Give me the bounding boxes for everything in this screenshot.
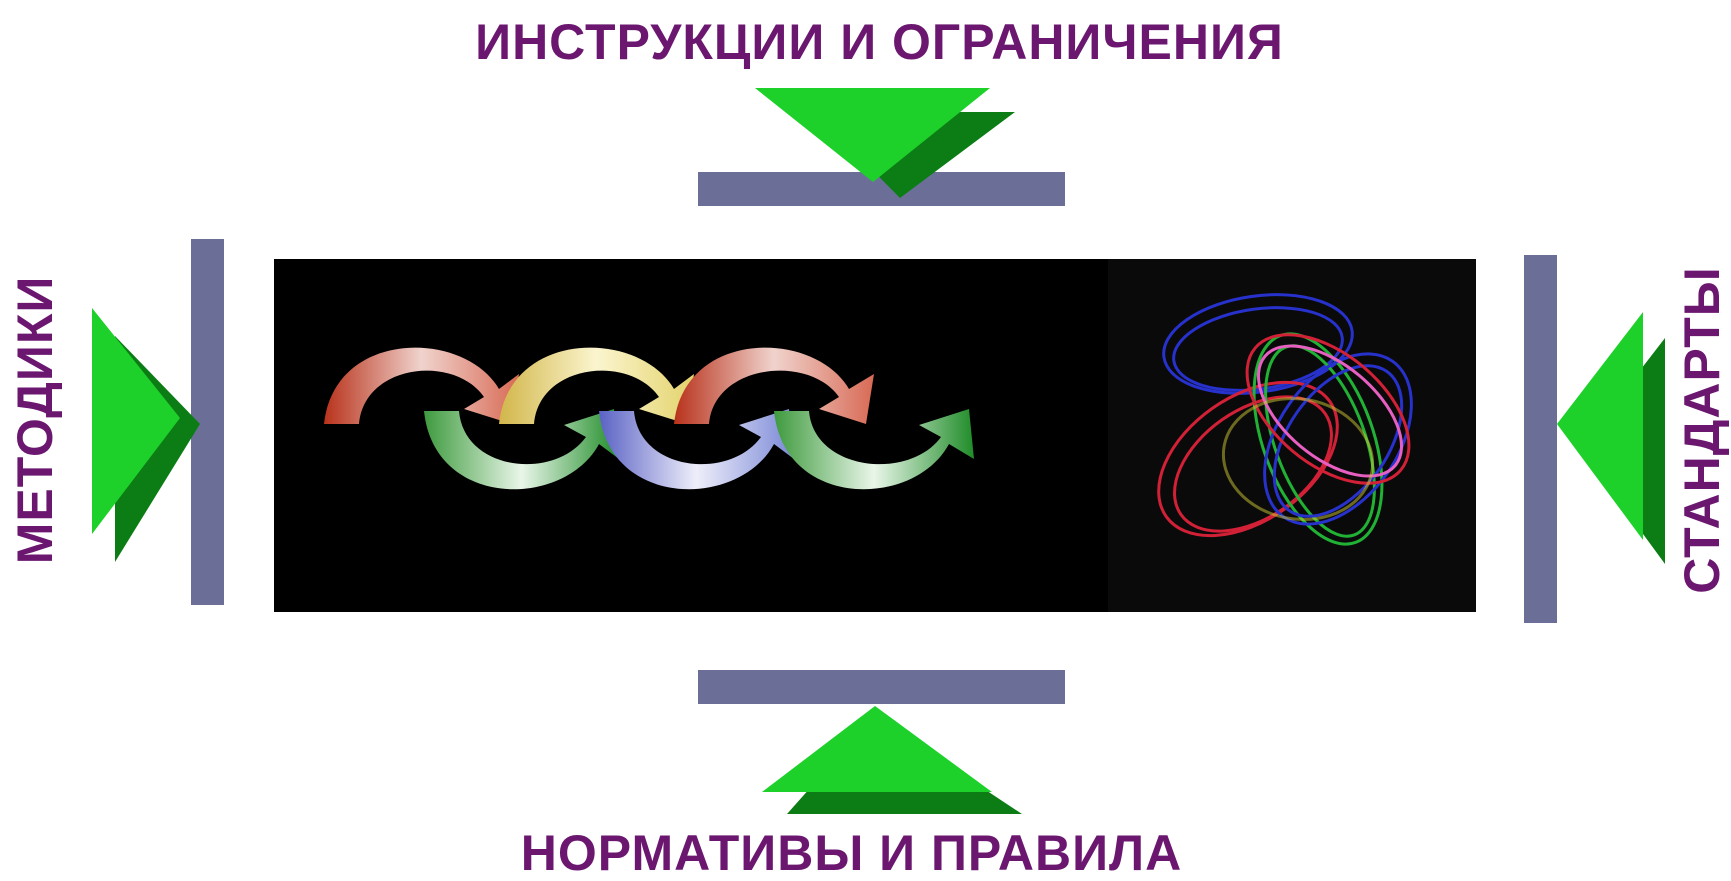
arrow-up-icon (762, 706, 1022, 816)
spirograph-panel (1108, 259, 1476, 612)
label-methods: МЕТОДИКИ (10, 276, 60, 565)
bar-bottom (698, 670, 1065, 704)
arrow-right-icon (90, 306, 205, 566)
curved-chain-arrows-icon (274, 259, 1108, 612)
process-panel (274, 259, 1476, 612)
bar-right (1524, 255, 1557, 623)
arrow-left-icon (1555, 308, 1670, 568)
label-standards: СТАНДАРТЫ (1677, 266, 1727, 593)
label-norms: НОРМАТИВЫ И ПРАВИЛА (0, 828, 1717, 878)
spirograph-rings-icon (1108, 259, 1476, 612)
label-instructions: ИНСТРУКЦИИ И ОГРАНИЧЕНИЯ (14, 17, 1731, 67)
arrow-down-icon (755, 86, 1015, 198)
